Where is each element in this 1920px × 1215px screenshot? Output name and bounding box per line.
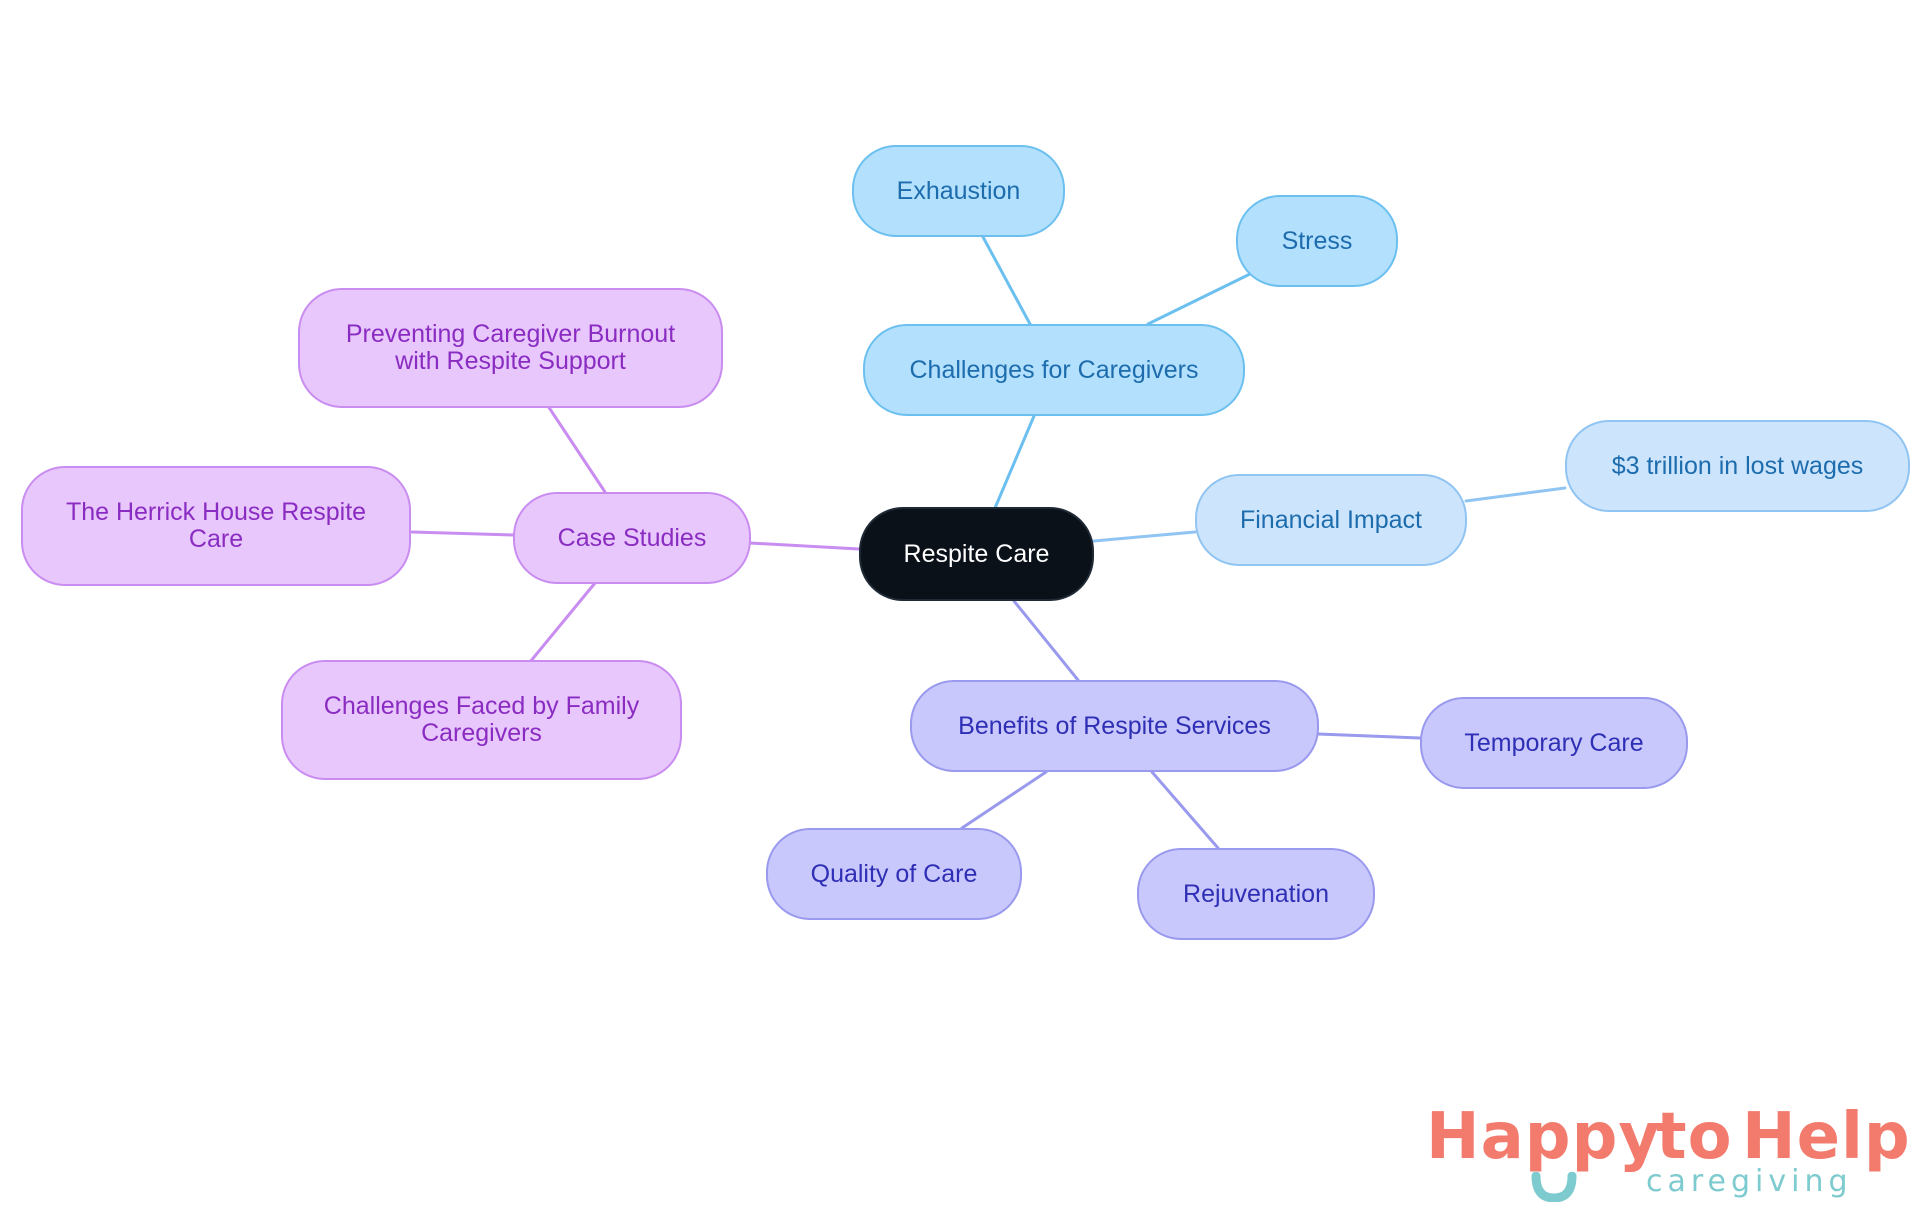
node-stress[interactable]: Stress [1236,195,1398,287]
edge-challenges-stress [1146,272,1252,326]
edge-root-financial [1092,530,1197,543]
logo-word-happy: Happy [1426,1100,1662,1174]
edge-benefits-rejuvenation [1150,770,1220,850]
node-rejuvenation[interactable]: Rejuvenation [1137,848,1375,940]
edge-casestudies-herrick [410,530,515,537]
smile-icon [1531,1172,1577,1202]
node-preventing-caregiver-burnout[interactable]: Preventing Caregiver Burnout with Respit… [298,288,723,408]
edge-root-casestudies [748,541,861,551]
node-benefits-of-respite-services[interactable]: Benefits of Respite Services [910,680,1319,772]
edge-benefits-temporary [1316,732,1422,740]
edge-financial-lostwages [1464,486,1567,503]
node-exhaustion[interactable]: Exhaustion [852,145,1065,237]
node-lost-wages[interactable]: $3 trillion in lost wages [1565,420,1910,512]
node-temporary-care[interactable]: Temporary Care [1420,697,1688,789]
logo-word-to: to [1656,1100,1733,1174]
node-challenges-for-caregivers[interactable]: Challenges for Caregivers [863,324,1245,416]
edge-root-challenges [993,414,1036,510]
edge-challenges-exhaustion [981,235,1032,326]
node-quality-of-care[interactable]: Quality of Care [766,828,1022,920]
edge-casestudies-burnout [546,404,607,494]
edge-casestudies-family [528,581,597,664]
node-case-studies[interactable]: Case Studies [513,492,751,584]
edge-root-benefits [1012,599,1080,682]
logo-tagline: caregiving [1646,1164,1853,1199]
logo-word-help: Help [1742,1100,1911,1174]
happy-to-help-logo: Happy to Help caregiving [1420,1100,1910,1210]
node-herrick-house[interactable]: The Herrick House Respite Care [21,466,411,586]
node-respite-care[interactable]: Respite Care [859,507,1094,601]
node-financial-impact[interactable]: Financial Impact [1195,474,1467,566]
node-family-caregivers[interactable]: Challenges Faced by Family Caregivers [281,660,682,780]
edge-benefits-quality [960,770,1048,830]
